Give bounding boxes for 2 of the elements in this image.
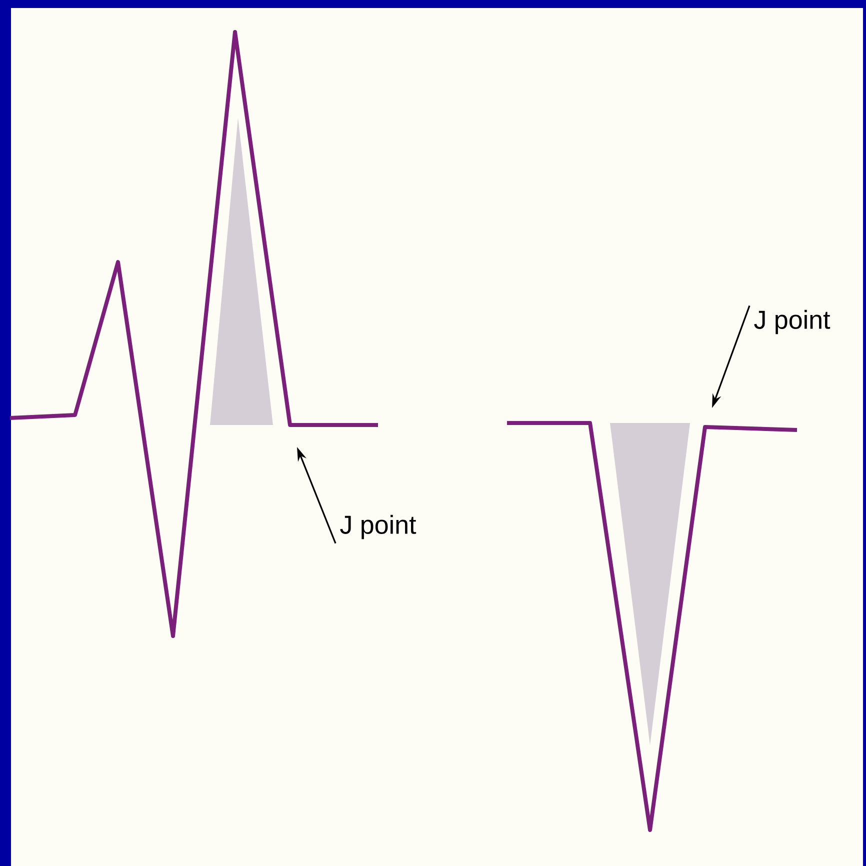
label-text: J point xyxy=(340,514,416,540)
label-text: J point xyxy=(754,310,830,334)
